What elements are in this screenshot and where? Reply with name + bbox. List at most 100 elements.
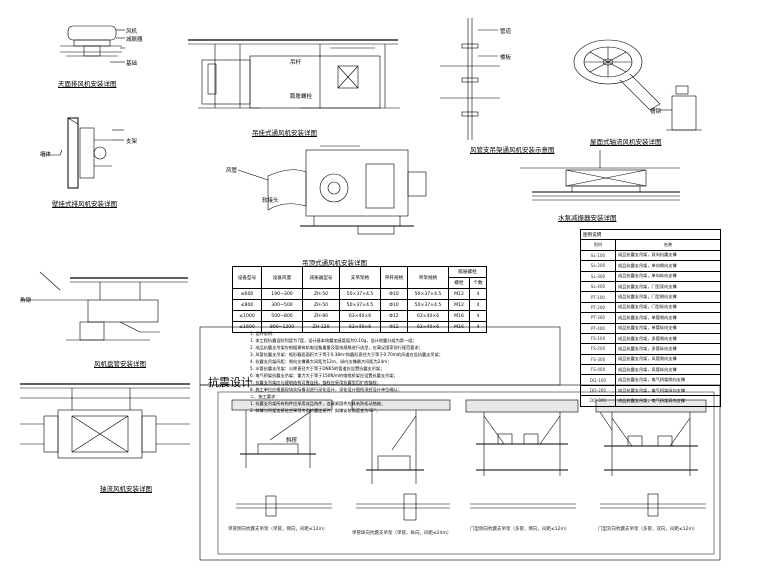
legend-symbol: PT-300 bbox=[580, 312, 616, 324]
label-channel: 槽钢 bbox=[650, 109, 662, 115]
spec-cell: ≤1000 bbox=[232, 310, 262, 322]
note-line: 7. 抗震支吊架应与建筑结构可靠连接，锚栓应采用抗震型后扩底锚栓； bbox=[250, 380, 381, 385]
label-floor: 楼板 bbox=[500, 55, 512, 61]
design-notes: 1. 设计说明： 1. 本工程抗震设防烈度为7度，设计基本地震加速度值为0.10g… bbox=[250, 330, 580, 414]
seismic-caption-1: 单管侧向抗震支吊架（单管，侧向，间距≤12m） bbox=[228, 527, 328, 532]
label-brace: 斜撑 bbox=[286, 438, 298, 444]
legend-symbol: FS-200 bbox=[580, 343, 616, 355]
legend-symbol: SL-100 bbox=[580, 249, 616, 262]
legend-title-row: 图例说明 bbox=[580, 228, 721, 241]
spec-table-header-row: 设备型号 设备风量 减振器型号 支吊架格 吊杆规格 吊架规格 膨胀螺栓 bbox=[232, 266, 487, 289]
spec-col-damper: 减振器型号 bbox=[302, 266, 340, 289]
spec-cell: 800~1200 bbox=[261, 321, 303, 333]
legend-desc: 成品抗震支吊架，风管侧向支撑 bbox=[615, 353, 721, 366]
legend-symbol: FS-400 bbox=[580, 364, 616, 376]
legend-symbol: PT-100 bbox=[580, 291, 616, 303]
spec-cell: ZH-80 bbox=[302, 310, 340, 322]
legend-symbol: SL-400 bbox=[580, 280, 616, 293]
spec-col-hanger: 吊架规格 bbox=[407, 266, 449, 289]
legend-col-symbol: 图例 bbox=[580, 239, 616, 251]
spec-cell: 4 bbox=[469, 288, 487, 300]
seismic-frame bbox=[199, 384, 721, 561]
spec-cell: 50×37×4.5 bbox=[407, 288, 449, 300]
note-line: 2. 成品抗震支吊架应根据建筑机电设备重量及管线规格进行选型，应满足国家现行规范… bbox=[250, 345, 423, 350]
table-row: ≤1000 500~800 ZH-80 63×40×6 Φ12 63×40×6 … bbox=[232, 310, 487, 322]
legend-col-name: 名称 bbox=[615, 239, 721, 251]
seismic-caption-4: 门型双向抗震支吊架（多管，双向，间距≤12m） bbox=[598, 527, 698, 532]
spec-col-group: 膨胀螺栓 bbox=[448, 266, 487, 278]
note-line: 5. 水管抗震支吊架：公称直径大于等于DN65的管道应设置抗震支吊架； bbox=[250, 366, 385, 371]
legend-desc: 成品抗震支吊架，单向侧向支撑 bbox=[615, 260, 721, 272]
spec-cell: 50×37×4.5 bbox=[339, 299, 381, 311]
spec-cell: ≤600 bbox=[232, 288, 262, 300]
spec-cell: Φ12 bbox=[380, 310, 408, 322]
spec-col-airflow: 设备风量 bbox=[261, 266, 303, 289]
seismic-detail-3 bbox=[465, 399, 579, 509]
spec-col-support: 支吊架格 bbox=[339, 266, 381, 289]
spec-cell: 50×37×4.5 bbox=[407, 299, 449, 311]
spec-col-bolt: 螺栓 bbox=[448, 277, 470, 289]
table-row: ≤600 190~300 ZH-50 50×37×4.5 Φ10 50×37×4… bbox=[232, 288, 487, 300]
note-line: 二、施工要求： bbox=[250, 394, 280, 399]
note-line: 1. 抗震支吊架所有构件应采用成品构件，连接紧固件应具有防松动措施； bbox=[250, 401, 386, 406]
label-bracket: 支架 bbox=[126, 139, 138, 145]
water-pump-detail bbox=[520, 150, 680, 201]
note-line: 1. 本工程抗震设防烈度为7度，设计基本地震加速度值为0.10g，设计地震分组为… bbox=[250, 338, 417, 343]
seismic-detail-2 bbox=[351, 399, 451, 521]
label-hanger: 吊杆 bbox=[290, 60, 302, 66]
label-soft-joint: 软接头 bbox=[262, 198, 279, 204]
note-line: 4. 抗震支吊架间距：侧向支撑最大间距为12m，纵向支撑最大间距为24m； bbox=[250, 359, 392, 364]
seismic-caption-3: 门型侧向抗震支吊架（多管，侧向，间距≤12m） bbox=[470, 527, 570, 532]
legend-desc: 成品抗震支吊架，双向抗震支撑 bbox=[615, 249, 721, 262]
roof-axial-detail bbox=[573, 39, 702, 131]
label-angle: 角钢 bbox=[20, 298, 32, 304]
note-line: 1. 设计说明： bbox=[250, 331, 277, 336]
seismic-detail-1 bbox=[231, 399, 333, 517]
legend-symbol: PT-400 bbox=[580, 322, 616, 334]
spec-cell: 4 bbox=[469, 321, 487, 333]
label-damper: 减振器 bbox=[126, 37, 143, 43]
spec-cell: 190~300 bbox=[261, 288, 303, 300]
seismic-detail-4 bbox=[595, 399, 707, 517]
caption-wall-fan: 壁挂式排风机安装详图 bbox=[52, 200, 117, 208]
label-pipe: 管道 bbox=[500, 29, 512, 35]
legend-symbol: PT-200 bbox=[580, 301, 616, 314]
table-row: ≤800 300~500 ZH-50 50×37×4.5 Φ10 50×37×4… bbox=[232, 299, 487, 311]
spec-cell: ≤1600 bbox=[232, 321, 262, 333]
spec-col-count: 个数 bbox=[469, 277, 487, 289]
caption-seismic: 抗震设计 bbox=[208, 376, 252, 389]
legend-desc: 成品抗震支吊架，电气桥架双向支撑 bbox=[615, 395, 721, 407]
spec-cell: ZH-50 bbox=[302, 299, 340, 311]
axial-fan-detail bbox=[20, 383, 190, 459]
legend-desc: 成品抗震支吊架，门型侧向支撑 bbox=[615, 291, 721, 303]
legend-desc: 成品抗震支吊架，门型双向支撑 bbox=[615, 280, 721, 293]
label-wall: 墙体 bbox=[40, 152, 52, 158]
caption-ceiling-ahu: 吊挂式通风机安装详图 bbox=[252, 129, 317, 137]
spec-cell: Φ10 bbox=[380, 288, 408, 300]
spec-cell: 63×40×6 bbox=[339, 310, 381, 322]
label-bolt: 膨胀螺栓 bbox=[290, 94, 313, 100]
spec-cell: 50×37×4.5 bbox=[339, 288, 381, 300]
legend-desc: 成品抗震支吊架，单向纵向支撑 bbox=[615, 270, 721, 282]
spec-cell: 63×40×6 bbox=[339, 321, 381, 333]
spec-cell: 500~800 bbox=[261, 310, 303, 322]
legend-desc: 成品抗震支吊架，单管纵向支撑 bbox=[615, 322, 721, 334]
legend-desc: 成品抗震支吊架，风管纵向支撑 bbox=[615, 364, 721, 376]
caption-pipe-support: 风管支吊架通风机安装示意图 bbox=[470, 146, 555, 154]
spec-col-model: 设备型号 bbox=[232, 266, 262, 289]
seismic-caption-2: 单管纵向抗震支吊架（单管，纵向，间距≤24m） bbox=[352, 531, 452, 536]
note-line: 3. 风管抗震支吊架：矩形截面面积大于等于0.38m²和圆形直径大于等于0.70… bbox=[250, 352, 443, 357]
